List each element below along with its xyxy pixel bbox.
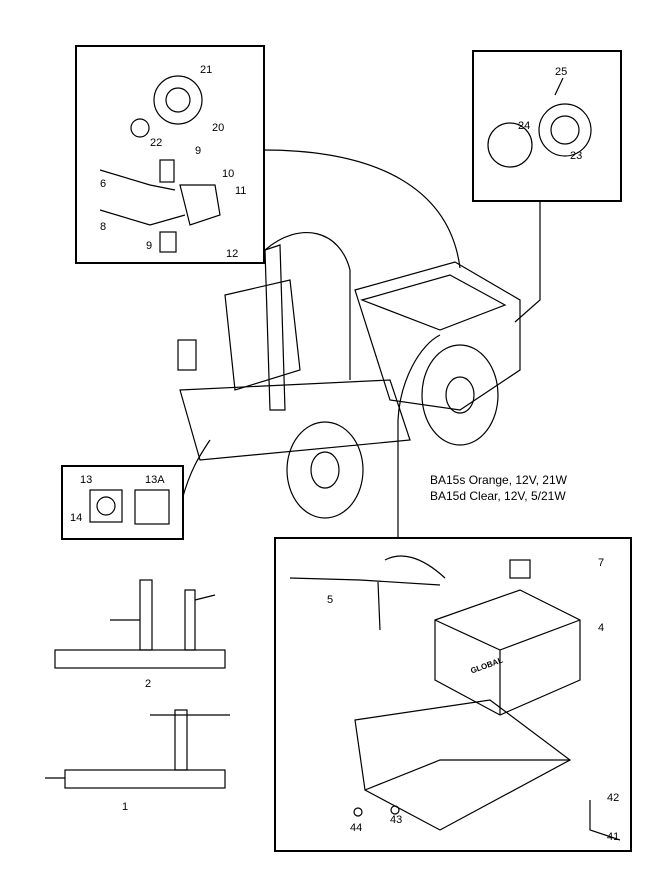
callout-25: 25 [555,66,568,78]
bulb-spec-clear: BA15d Clear, 12V, 5/21W [430,489,566,503]
callout-13a: 13A [145,474,165,486]
callout-24: 24 [518,120,531,132]
arrow-battery [397,334,441,537]
callout-8: 8 [100,221,107,233]
callout-1: 1 [122,801,129,813]
callout-2: 2 [145,678,152,690]
callout-14: 14 [70,512,83,524]
arrow-right-socket [514,200,541,323]
callout-21: 21 [200,64,213,76]
arrow-front-socket [181,439,211,501]
callout-42: 42 [607,792,620,804]
callout-41: 41 [607,831,620,843]
wiring-harness-1 [45,709,230,789]
callout-22: 22 [150,137,163,149]
callout-44: 44 [350,822,363,834]
rear-socket-detail-box [75,45,265,264]
wiring-harness-2 [54,579,226,669]
callout-7: 7 [598,557,605,569]
callout-20: 20 [212,122,225,134]
callout-5: 5 [327,594,334,606]
arrow-rear-socket [262,149,461,269]
callout-4: 4 [598,622,605,634]
callout-10: 10 [222,168,235,180]
vehicle-drawing [177,232,521,519]
callout-23: 23 [570,150,583,162]
callout-9: 9 [195,145,202,157]
callout-11: 11 [235,185,247,197]
side-socket-detail-box [472,50,622,202]
callout-9b: 9 [146,240,153,252]
callout-6: 6 [100,178,107,190]
callout-13: 13 [80,474,93,486]
callout-12: 12 [226,248,239,260]
battery-detail-box [274,537,632,852]
callout-43: 43 [390,814,403,826]
bulb-spec-orange: BA15s Orange, 12V, 21W [430,473,567,487]
